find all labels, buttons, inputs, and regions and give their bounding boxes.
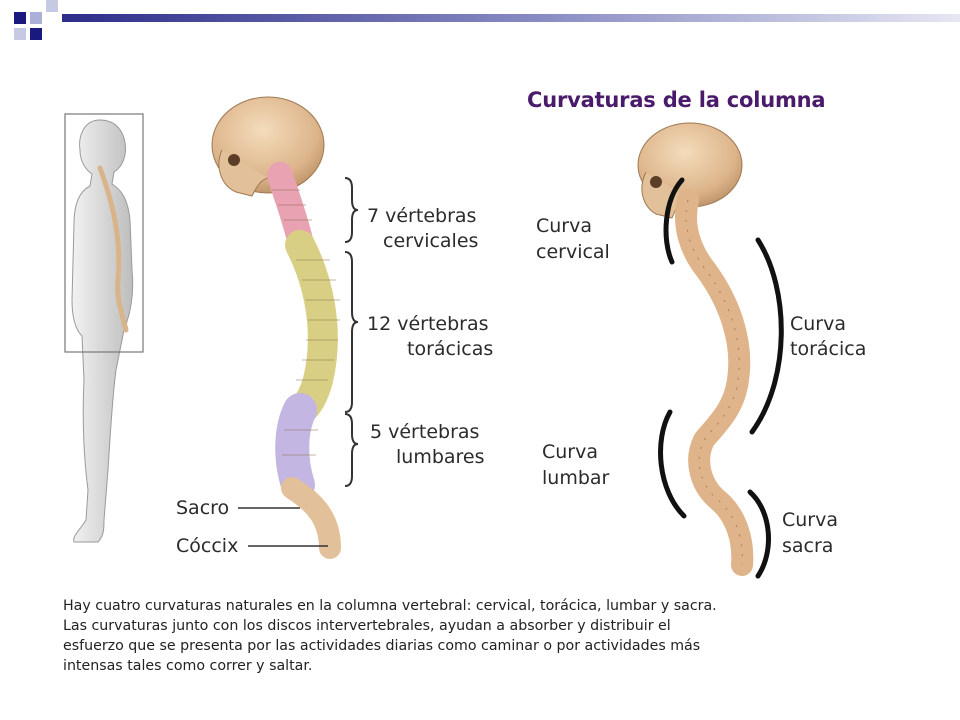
explanation-caption: Hay cuatro curvaturas naturales en la co… [63,596,863,676]
lumbar-count-label: 5 vértebras [370,421,480,443]
coccyx-label: Cóccix [176,535,239,557]
lumbar-curve-label-1: Curva [542,441,599,463]
curved-spine [675,189,754,576]
body-highlight-frame [64,113,144,353]
cervical-curve-label-2: cervical [536,241,610,263]
caption-line: esfuerzo que se presenta por las activid… [63,638,701,654]
thoracic-name-label: torácicas [407,338,494,360]
cervical-name-label: cervicales [383,230,479,252]
header-square-light [14,28,26,40]
cervical-curve-arc [663,177,685,265]
header-square-dark [30,28,42,40]
spine-vertebrae-illustration [211,96,341,559]
header-square-light [30,12,42,24]
sacrum-label: Sacro [176,497,230,519]
header-square-light [46,0,58,12]
lumbar-curve-label-2: lumbar [542,467,610,489]
slide-header-bar [0,0,960,46]
sacral-curve-label-2: sacra [782,535,834,557]
header-square-dark [14,12,26,24]
sacral-curve-arc [747,489,771,579]
body-spine-icon [97,165,129,333]
lumbar-vertebrae [275,393,317,502]
thoracic-curve-label-2: torácica [790,338,867,360]
diagram-title: Curvaturas de la columna [527,88,826,112]
cervical-count-label: 7 vértebras [367,205,477,227]
thoracic-count-label: 12 vértebras [367,313,489,335]
cervical-brace [344,177,359,243]
thoracic-vertebrae [285,230,338,425]
cervical-curve-label-1: Curva [536,215,593,237]
lumbar-brace [344,413,359,487]
spine-curvatures-illustration [637,122,784,579]
sacral-curve-label-1: Curva [782,509,839,531]
lumbar-name-label: lumbares [396,446,485,468]
thoracic-curve-arc [749,237,784,435]
human-body-figure [64,113,144,543]
caption-line: intensas tales como correr y saltar. [63,658,313,674]
sacrum-coccyx [281,477,341,559]
thoracic-brace [344,251,359,413]
thoracic-curve-label-1: Curva [790,313,847,335]
header-gradient-line [62,14,960,22]
vertebrae-braces [238,177,359,547]
lumbar-curve-arc [658,409,687,519]
caption-line: Hay cuatro curvaturas naturales en la co… [63,598,717,614]
caption-line: Las curvaturas junto con los discos inte… [63,618,671,634]
